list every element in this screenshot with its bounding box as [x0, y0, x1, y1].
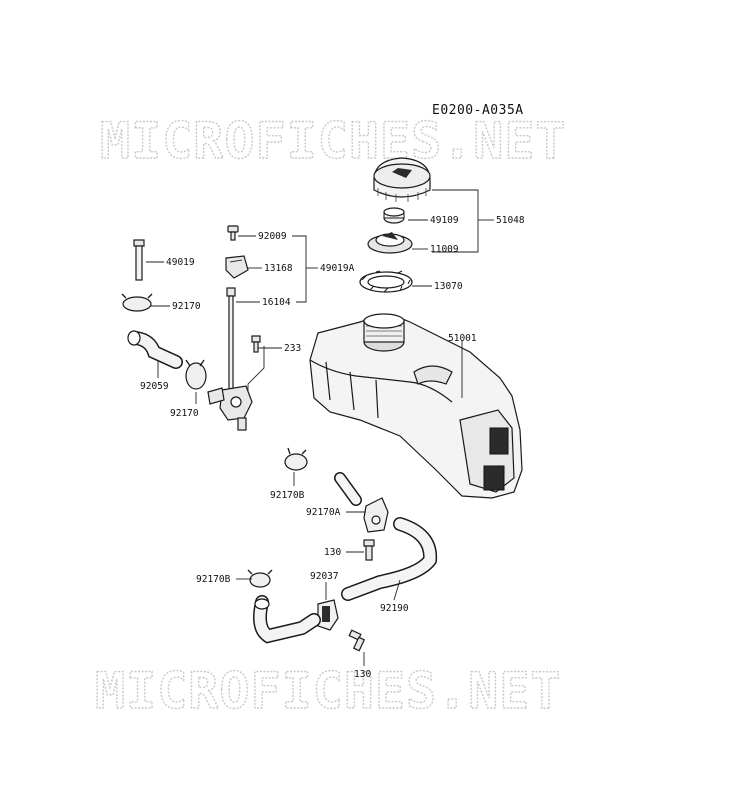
part-labels: 49109 51048 11009 13070 51001 92009 1316… [140, 215, 525, 680]
label-92190: 92190 [380, 603, 409, 614]
screw-233 [251, 335, 261, 353]
label-11009: 11009 [430, 244, 459, 255]
leader-lines [146, 189, 494, 666]
label-16104: 16104 [262, 297, 291, 308]
clamp-92037 [317, 599, 339, 631]
diagram-code: E0200-A035A [432, 103, 524, 118]
label-13070: 13070 [434, 281, 463, 292]
label-92059: 92059 [140, 381, 169, 392]
label-49019A: 49019A [320, 263, 355, 274]
bolt-130-bottom [348, 629, 366, 652]
fuel-cap [373, 157, 431, 202]
cock-shaft [226, 287, 236, 391]
clamp-92170b-bottom [247, 569, 273, 588]
fuel-tank [309, 313, 523, 499]
label-92170B-bottom: 92170B [196, 574, 231, 585]
label-92170-mid: 92170 [170, 408, 199, 419]
hose-92190 [341, 517, 438, 601]
label-92170A: 92170A [306, 507, 341, 518]
clamp-92170-mid [185, 359, 207, 390]
cap-packing [383, 207, 405, 224]
clamp-92170b-top [284, 447, 308, 471]
hose-92059 [127, 330, 183, 369]
label-233: 233 [284, 343, 301, 354]
bolt-130-top [363, 539, 375, 561]
watermark-bottom: MICROFICHES.NET [95, 662, 562, 720]
label-92170-top: 92170 [172, 301, 201, 312]
label-49109: 49109 [430, 215, 459, 226]
knob-13168 [225, 255, 249, 279]
label-49019: 49019 [166, 257, 195, 268]
screw-92009 [227, 225, 239, 241]
label-92009: 92009 [258, 231, 287, 242]
clamp-92170-top [121, 293, 153, 312]
label-92170B-top: 92170B [270, 490, 305, 501]
label-130-top: 130 [324, 547, 341, 558]
strainer-ring [359, 270, 413, 293]
label-51001: 51001 [448, 333, 477, 344]
hose-lower [253, 595, 321, 644]
fuel-cock-body [207, 385, 253, 431]
cap-plate [367, 232, 413, 254]
clamp-92170a [363, 497, 389, 533]
label-92037: 92037 [310, 571, 339, 582]
watermark-top: MICROFICHES.NET [100, 112, 567, 170]
label-13168: 13168 [264, 263, 293, 274]
label-130-bottom: 130 [354, 669, 371, 680]
label-51048: 51048 [496, 215, 525, 226]
filter-rod-49019 [133, 239, 145, 281]
hose-short [334, 472, 362, 506]
